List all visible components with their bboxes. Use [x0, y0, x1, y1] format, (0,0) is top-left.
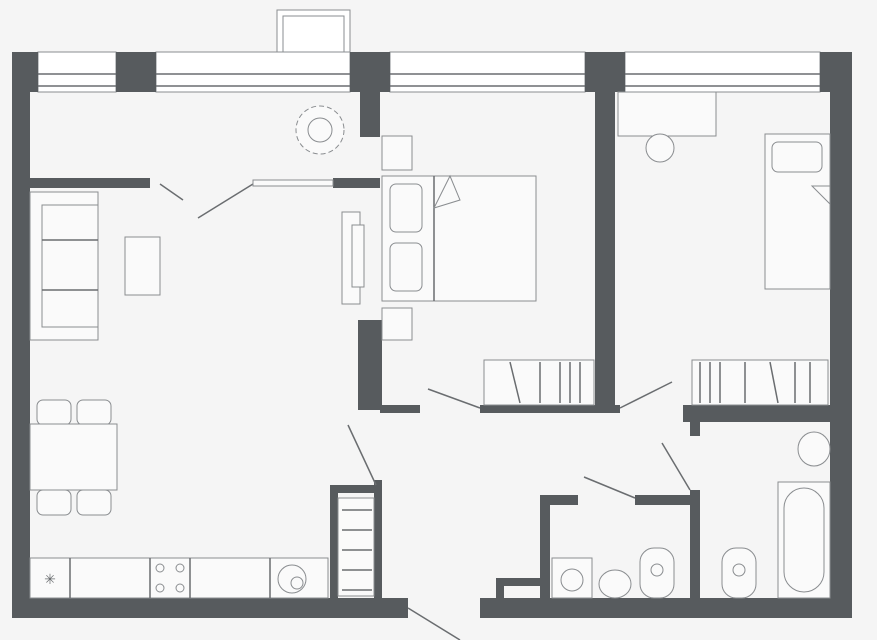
- sink-2: [797, 431, 831, 467]
- bathtub: [777, 481, 831, 599]
- door-swings: [159, 179, 691, 640]
- wardrobe: [337, 497, 375, 597]
- toilet: [639, 547, 675, 599]
- toilet-2: [721, 547, 757, 599]
- kitchen-counter: ✳: [29, 557, 329, 599]
- balcony: [276, 9, 351, 53]
- sink: [598, 569, 632, 599]
- windows: [37, 51, 821, 93]
- nightstand: [381, 307, 413, 341]
- bookshelf-2: [691, 359, 829, 406]
- coffee-table: [124, 236, 161, 296]
- bookshelf: [483, 359, 595, 406]
- sofa: [29, 191, 99, 341]
- svg-text:✳: ✳: [44, 571, 56, 587]
- double-bed: [381, 174, 537, 302]
- desk-and-chair: [617, 91, 717, 163]
- plant: [295, 105, 345, 155]
- washing-machine: [551, 557, 593, 599]
- nightstand: [381, 135, 413, 171]
- dining-table: [29, 399, 118, 516]
- single-bed: [764, 133, 831, 290]
- tv-stand: [341, 211, 365, 305]
- walls: [12, 52, 852, 618]
